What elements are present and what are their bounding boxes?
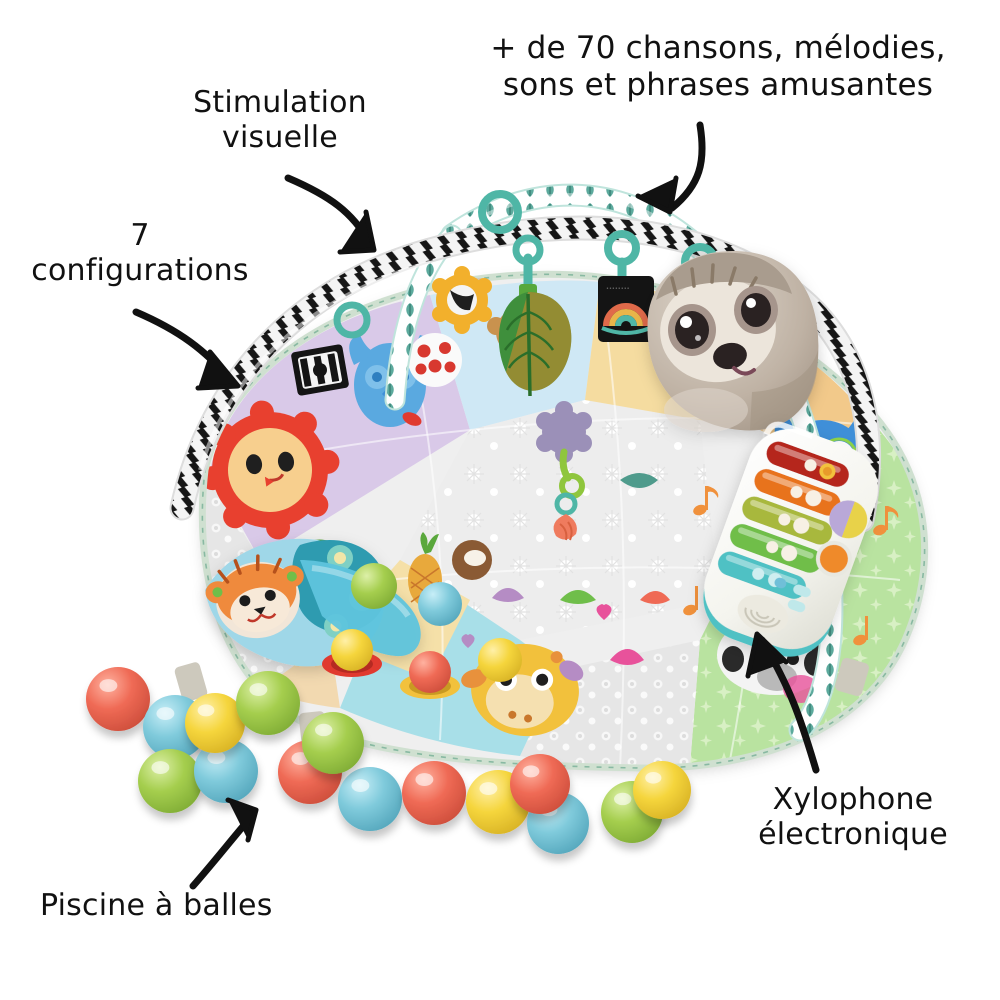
play-ball-highlight (479, 782, 498, 795)
play-ball-highlight (249, 683, 268, 696)
ball-pit (86, 667, 691, 854)
play-ball (236, 671, 300, 735)
play-ball-highlight (522, 765, 540, 778)
svg-text:••••••••: •••••••• (606, 286, 630, 292)
purple-flower-teether (536, 401, 592, 541)
sloth-plush-toy (647, 243, 819, 432)
xylophone-keys (718, 441, 849, 599)
giraffe-face-graphic (461, 643, 584, 737)
play-ball (633, 761, 691, 819)
callout-ball-pit: Piscine à balles (40, 888, 273, 923)
play-ball-highlight (614, 792, 632, 806)
play-ball-highlight (197, 704, 215, 717)
play-ball (510, 754, 570, 814)
play-ball-highlight (99, 679, 118, 692)
coconut-graphic (452, 540, 492, 580)
music-note-graphics (683, 486, 899, 646)
play-ball (338, 767, 402, 831)
xylophone-small-buttons (774, 577, 811, 613)
play-ball-highlight (315, 723, 333, 737)
xylophone-knobs (815, 500, 868, 577)
yellow-ring-toy (432, 266, 492, 334)
callout-visual: Stimulation visuelle (193, 85, 367, 156)
play-ball-highlight (151, 761, 170, 774)
play-ball-highlight (351, 779, 370, 792)
play-ball (185, 693, 245, 753)
lion-face-graphic (202, 400, 340, 540)
zebra-stripe-arch (169, 215, 881, 533)
xylophone-toy[interactable] (689, 416, 890, 669)
teal-ring-toy-lower (333, 301, 371, 339)
red-dot-ball-toy (408, 333, 462, 387)
contrast-card-graphic (291, 344, 349, 396)
mat-decor-graphics (461, 588, 670, 665)
teal-ring-toy (478, 190, 522, 234)
balls-on-mat (351, 563, 522, 682)
play-ball-highlight (207, 751, 226, 764)
play-ball (302, 712, 364, 774)
black-rainbow-card: •••••••• (598, 230, 654, 342)
xylophone-key-animal-icons (752, 459, 836, 588)
callout-xylophone: Xylophone électronique (758, 782, 948, 853)
callout-configurations: 7 configurations (31, 218, 249, 289)
play-ball (86, 667, 150, 731)
play-ball-highlight (645, 772, 662, 784)
green-leaf-teether (498, 234, 572, 397)
play-ball (138, 749, 202, 813)
callout-songs: + de 70 chansons, mélodies, sons et phra… (490, 30, 946, 103)
ball-popper-targets (322, 629, 460, 699)
play-ball-highlight (156, 707, 175, 720)
speaker-grille-icon (737, 594, 789, 633)
play-ball (402, 761, 466, 825)
play-ball-highlight (415, 773, 434, 786)
